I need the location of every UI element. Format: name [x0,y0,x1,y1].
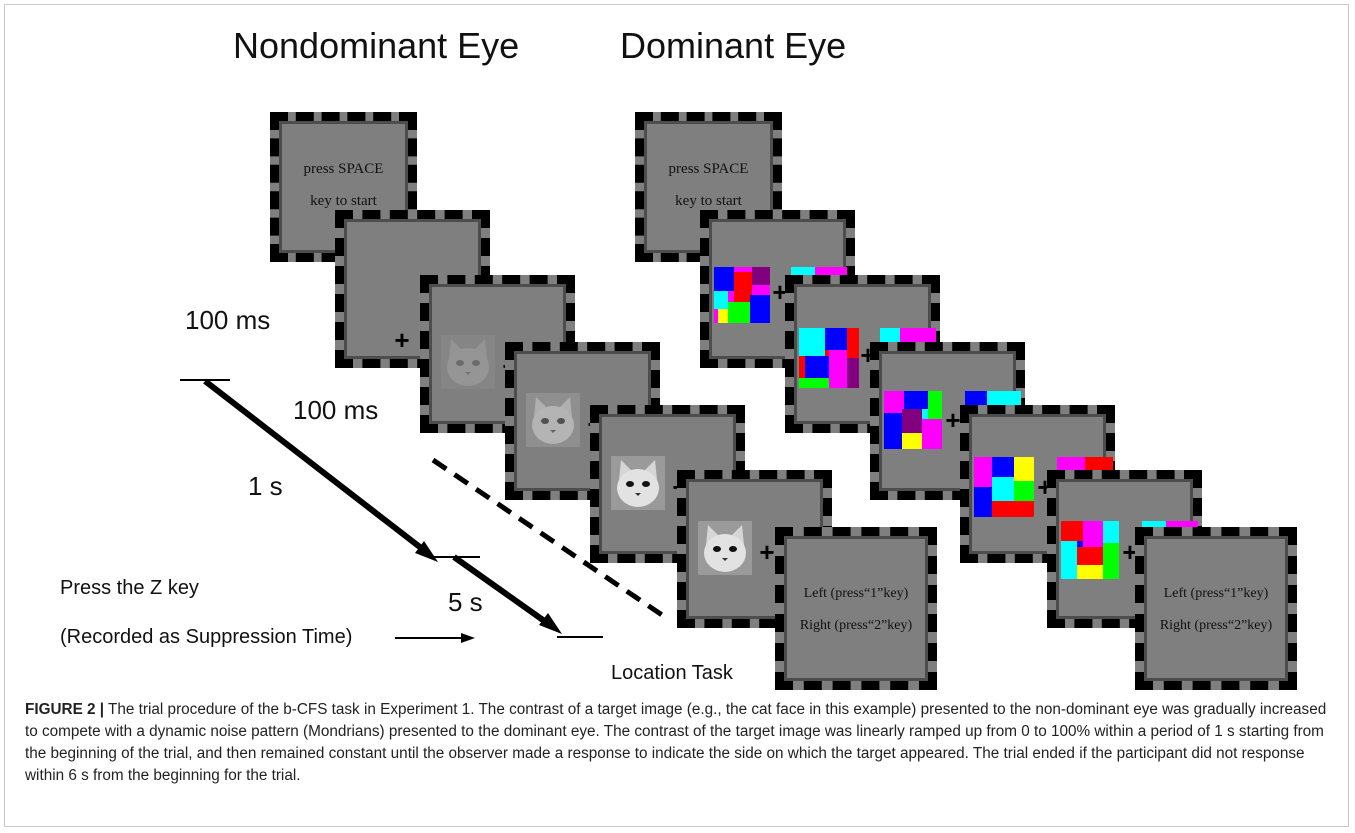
caption-text: The trial procedure of the b-CFS task in… [25,701,1327,784]
arrowhead-5s [539,613,562,634]
cat-face-icon [441,335,495,389]
figure-caption: FIGURE 2 | The trial procedure of the b-… [25,699,1335,787]
arrows-layer [203,378,667,643]
start-line1: press SPACE [668,161,749,177]
response-line1: Left (press“1”key) [803,586,909,601]
cat-face-icon [698,521,752,575]
fixation-cross-icon: + [1122,537,1138,567]
label-100ms-second: 100 ms [293,395,379,425]
start-line1: press SPACE [303,161,384,177]
response-line1: Left (press“1”key) [1163,586,1269,601]
start-line2: key to start [675,193,742,209]
cat-face-icon [611,456,665,510]
timeline-arrow-5s [452,554,552,628]
start-line2: key to start [310,193,377,209]
timeline-arrow-1s [203,378,427,554]
mondrian-pattern [884,391,942,449]
label-1s: 1 s [248,471,283,501]
fixation-cross-icon: + [394,325,410,355]
fixation-cross-icon: + [945,405,961,435]
nd-response-screen: Left (press“1”key) Right (press“2”key) [775,527,937,690]
d-response-screen: Left (press“1”key) Right (press“2”key) [1135,527,1297,690]
mondrian-pattern [974,457,1034,517]
timeline-tick-start [180,379,230,381]
response-line2: Right (press“2”key) [1159,618,1273,633]
fixation-cross-icon: + [772,277,788,307]
label-100ms-first: 100 ms [185,305,271,335]
d-mondrian-screen-3: + [870,342,1025,500]
nondominant-eye-heading: Nondominant Eye [233,25,520,66]
fixation-cross-icon: + [759,537,775,567]
dashed-continuation-line [431,457,667,620]
mondrian-pattern [799,328,859,388]
dominant-eye-heading: Dominant Eye [620,25,847,66]
figure: Nondominant Eye Dominant Eye press SPACE… [4,4,1349,827]
timeline-tick-end [557,636,603,638]
label-5s: 5 s [448,587,483,617]
response-line2: Right (press“2”key) [799,618,913,633]
timeline-tick-1s [428,556,480,558]
cat-face-icon [526,393,580,447]
mondrian-pattern [1061,521,1119,579]
caption-label: FIGURE 2 | [25,701,105,718]
mondrian-pattern [714,267,770,323]
location-task-label: Location Task [611,662,733,684]
press-z-label: Press the Z key [60,577,199,599]
recorded-label: (Recorded as Suppression Time) [60,626,353,648]
press-z-arrowhead [461,633,475,643]
